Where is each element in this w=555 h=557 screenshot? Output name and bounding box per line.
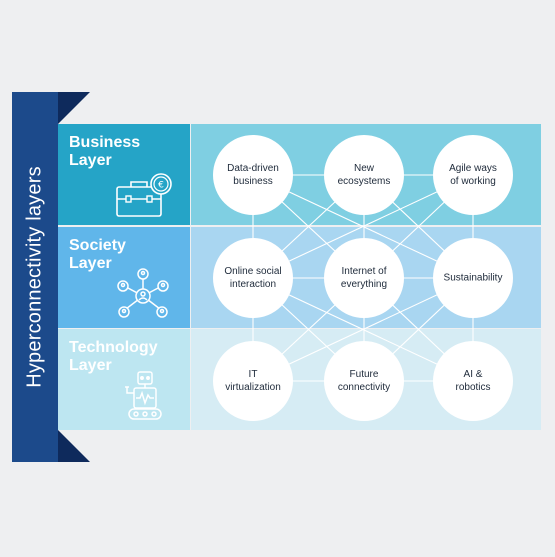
network-node-circle xyxy=(213,238,293,318)
society-layer-title: Society Layer xyxy=(69,237,126,273)
network-node-label: IT virtualization xyxy=(215,368,291,394)
society-layer-title-line1: Society xyxy=(69,237,126,254)
society-layer-label: Society Layer xyxy=(58,227,190,328)
network-node-circle xyxy=(433,341,513,421)
society-layer-title-line2: Layer xyxy=(69,255,112,272)
node-label-line2: business xyxy=(233,176,273,187)
node-label-line1: AI & xyxy=(463,369,483,380)
node-label-line2: ecosystems xyxy=(337,176,391,187)
network-node-circle xyxy=(324,238,404,318)
technology-layer-title: Technology Layer xyxy=(69,339,158,375)
sidebar-band xyxy=(12,92,58,462)
sidebar-fold-top xyxy=(58,92,90,124)
business-layer-title-line2: Layer xyxy=(69,152,112,169)
business-layer-title: Business Layer xyxy=(69,134,140,170)
network-link xyxy=(252,174,474,279)
node-label-line2: everything xyxy=(340,279,388,290)
node-label-line2: virtualization xyxy=(225,382,281,393)
node-label-line2: of working xyxy=(450,176,496,187)
network-node-label: Data-driven business xyxy=(215,162,291,188)
node-label-line1: Internet of xyxy=(341,266,387,277)
network-node-circle xyxy=(433,238,513,318)
network-node-label: AI & robotics xyxy=(435,368,511,394)
node-label-line2: interaction xyxy=(229,279,277,290)
network-node-label: Internet of everything xyxy=(326,265,402,291)
business-layer-title-line1: Business xyxy=(69,134,141,151)
network-node-label: Online social interaction xyxy=(215,265,291,291)
network-node-circle xyxy=(324,135,404,215)
technology-layer-title-line2: Layer xyxy=(69,357,112,374)
network-node-label: Agile ways of working xyxy=(435,162,511,188)
node-label-line2: connectivity xyxy=(337,382,391,393)
technology-layer-label: Technology Layer xyxy=(58,329,190,430)
people-network-icon xyxy=(117,268,169,318)
robot-icon xyxy=(125,371,162,420)
node-label-line1: IT xyxy=(248,369,258,380)
network-node-label: New ecosystems xyxy=(326,162,402,188)
briefcase-euro-icon: € xyxy=(116,173,172,217)
node-label-line1: New xyxy=(353,163,374,174)
svg-text:€: € xyxy=(158,181,164,191)
node-label-line2: robotics xyxy=(455,382,491,393)
node-label-line1: Future xyxy=(349,369,379,380)
network-node-circle xyxy=(213,341,293,421)
network-node-circle xyxy=(213,135,293,215)
technology-layer-title-line1: Technology xyxy=(69,339,158,356)
network-nodes xyxy=(213,135,513,421)
network-link xyxy=(252,277,474,382)
node-label-line1: Agile ways xyxy=(449,163,497,174)
network-node-circle xyxy=(433,135,513,215)
network-node-label: Sustainability xyxy=(435,272,511,285)
node-label-line1: Data-driven xyxy=(227,163,279,174)
sidebar-fold-bottom xyxy=(58,430,90,462)
network-node-label: Future connectivity xyxy=(326,368,402,394)
business-layer-label: Business Layer € xyxy=(58,124,190,225)
node-label-line1: Online social xyxy=(224,266,282,277)
node-label-line1: Sustainability xyxy=(443,272,503,284)
network-node-circle xyxy=(324,341,404,421)
